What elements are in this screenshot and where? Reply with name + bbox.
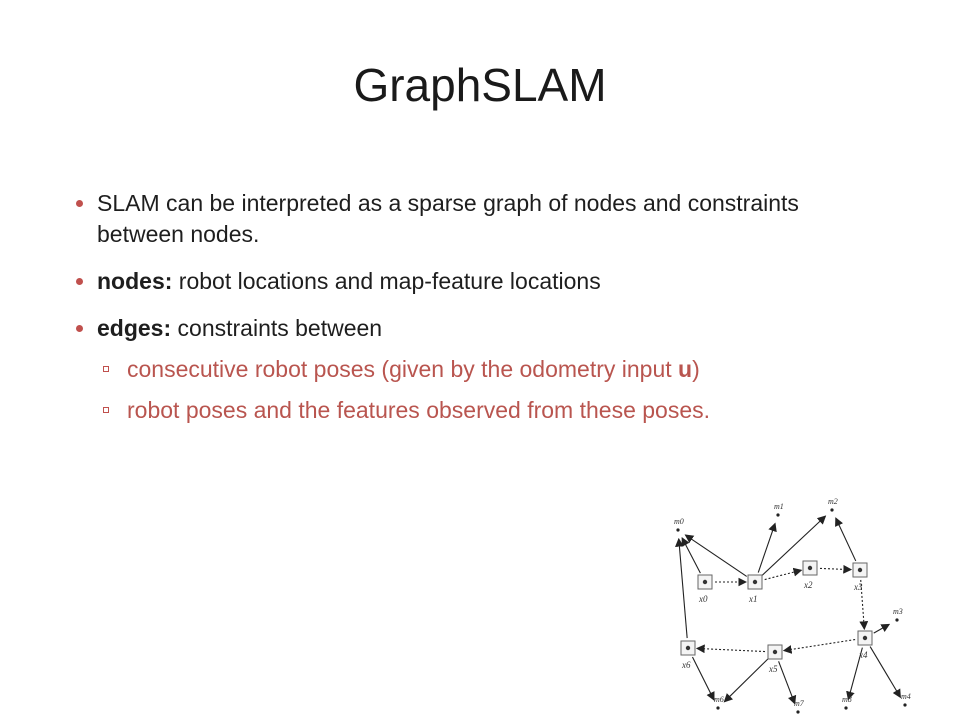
landmark-dot [830,508,834,512]
observation-edge [691,656,715,701]
bullet-text: SLAM can be interpreted as a sparse grap… [97,190,799,247]
bullet-list: SLAM can be interpreted as a sparse grap… [76,188,876,436]
graph-slam-diagram: x0 x1 x2 x3 x4 x5 x6 m0 m1 m2 m3 m4 m6 m7 m8 [674,497,911,714]
sub-bullet-item: robot poses and the features observed fr… [76,395,876,426]
odometry-edge [859,579,869,631]
pose-label: x2 [803,580,813,590]
graph-nodes: x0 x1 x2 x3 x4 x5 x6 m0 m1 m2 m3 m4 m6 m7 m8 [674,497,911,714]
bullet-bold-term: edges: [97,315,172,341]
odometry-edge [819,564,853,574]
observation-edge [835,517,857,562]
sub-bullet-text: robot poses and the features observed fr… [127,397,711,423]
landmark-label: m8 [842,695,852,704]
sub-bullet-item: consecutive robot poses (given by the od… [76,354,876,385]
robot-pose-icon [857,630,873,646]
landmark-label: m4 [901,692,911,701]
robot-pose-icon [802,560,818,576]
bullet-text: constraints between [171,315,383,341]
landmark-dot [776,513,780,517]
bullet-bold-term: nodes: [97,268,173,294]
pose-label: x1 [748,594,758,604]
observation-edge [681,537,701,574]
robot-pose-icon [767,644,783,660]
landmark-label: m1 [774,502,784,511]
landmark-dot [716,706,720,710]
landmark-label: m6 [714,695,724,704]
bullet-item: SLAM can be interpreted as a sparse grap… [76,188,876,250]
sub-bullet-bold: u [678,356,693,382]
observation-edge [778,661,797,705]
landmark-dot [796,710,800,714]
pose-label: x3 [853,582,863,592]
observation-edge [873,623,891,634]
landmark-dot [676,528,680,532]
bullet-dot-icon [76,278,83,285]
observation-edge [757,522,777,573]
observation-edge [761,515,827,576]
sub-bullet-text: consecutive robot poses (given by the od… [127,356,679,382]
observation-edge [675,537,688,639]
odometry-edge [695,644,766,654]
slide-title: GraphSLAM [353,59,607,111]
odometry-edge [782,638,856,654]
square-bullet-icon [103,407,109,413]
robot-pose-icon [680,640,696,656]
square-bullet-icon [103,366,109,372]
landmark-label: m7 [794,699,805,708]
observation-edge [869,646,901,699]
bullet-dot-icon [76,200,83,207]
robot-pose-icon [697,574,713,590]
bullet-dot-icon [76,325,83,332]
bullet-item: nodes: robot locations and map-feature l… [76,266,876,297]
pose-label: x5 [768,664,778,674]
bullet-text: robot locations and map-feature location… [172,268,601,294]
landmark-label: m0 [674,517,684,526]
robot-pose-icon [747,574,763,590]
pose-label: x4 [858,650,868,660]
observation-edge [684,534,748,577]
odometry-edge [764,567,803,581]
robot-pose-icon [852,562,868,578]
landmark-dot [903,703,907,707]
landmark-dot [844,706,848,710]
observation-edge [723,658,769,703]
graph-edges [675,515,901,705]
landmark-label: m3 [893,607,903,616]
bullet-item: edges: constraints between [76,313,876,344]
pose-label: x0 [698,594,708,604]
landmark-label: m2 [828,497,838,506]
landmark-dot [895,618,899,622]
sub-bullet-text-end: ) [692,356,700,382]
observation-edge [846,647,863,701]
pose-label: x6 [681,660,691,670]
